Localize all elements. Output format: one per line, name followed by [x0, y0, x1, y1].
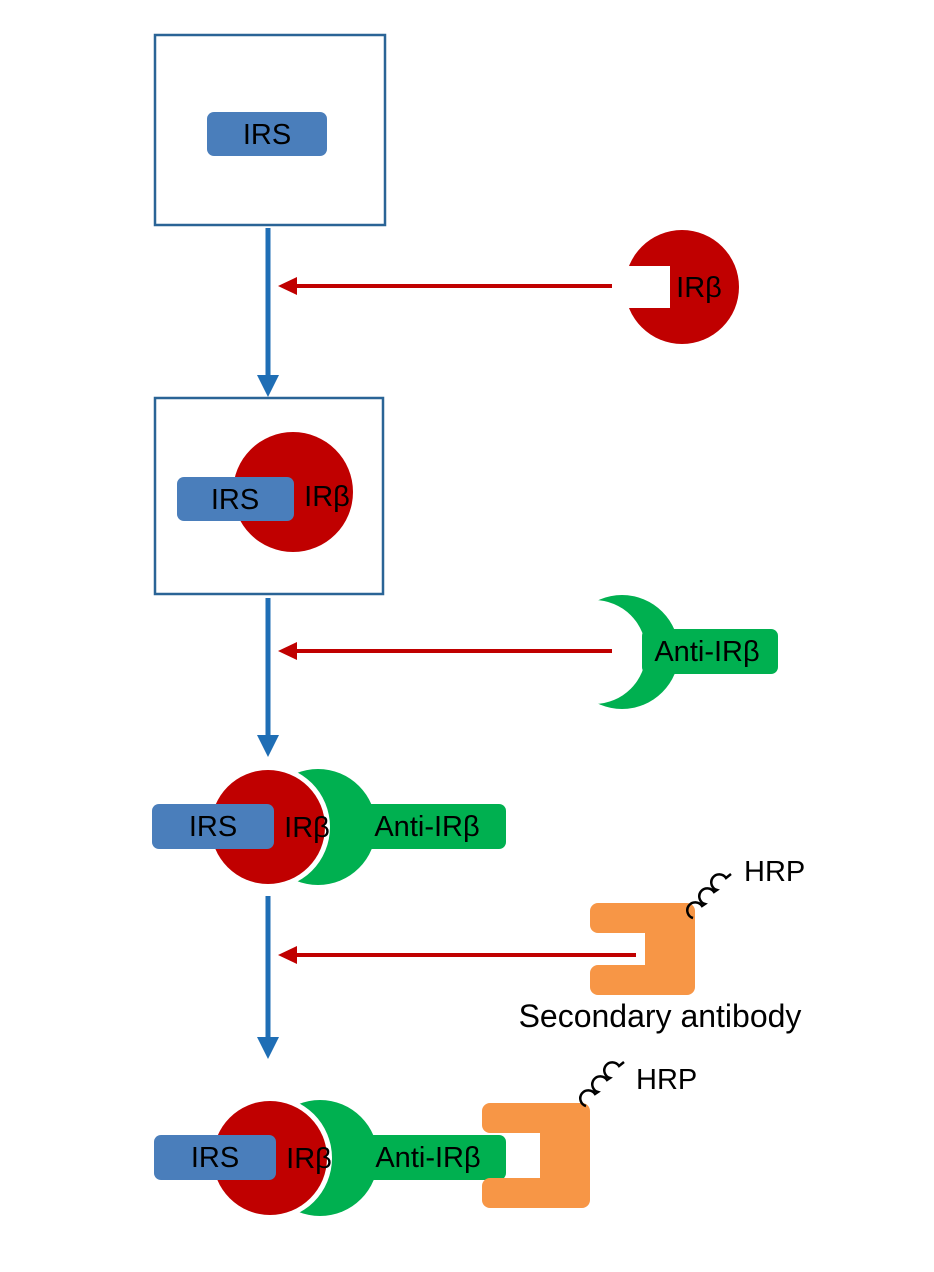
flow-arrows [257, 228, 636, 1059]
irs-chip [207, 112, 327, 156]
reagent-secondary-antibody: HRP Secondary antibody [519, 856, 806, 1034]
reagent-irb: IRβ [620, 230, 739, 344]
irb-label: IRβ [286, 1143, 332, 1175]
step-2-well: IRS IRβ [153, 396, 385, 596]
irb-label: IRβ [304, 481, 350, 513]
secondary-bottom-arm [590, 965, 662, 995]
step-1-well: IRS [153, 33, 387, 227]
hrp-label: HRP [744, 856, 805, 888]
anti-irb-tag [642, 629, 778, 674]
well-box [153, 396, 385, 596]
secondary-bottom-arm [482, 1178, 557, 1208]
irs-label: IRS [211, 484, 259, 516]
anti-irb-label: Anti-IRβ [375, 1142, 480, 1174]
irs-chip [154, 1135, 276, 1180]
anti-irb-tag [350, 1135, 506, 1180]
hrp-coil-icon [686, 873, 732, 920]
step-4-complex: HRP IRS IRβ Anti-IRβ [154, 1061, 697, 1220]
secondary-top-arm [590, 903, 662, 933]
irs-label: IRS [243, 119, 291, 151]
step-3-complex: IRS IRβ Anti-IRβ [152, 765, 506, 889]
irs-chip [152, 804, 274, 849]
irb-binding-notch [620, 266, 670, 308]
well-box [153, 33, 387, 227]
irs-chip [177, 477, 294, 521]
irb-label: IRβ [676, 272, 722, 304]
irb-label: IRβ [284, 812, 330, 844]
secondary-antibody-label: Secondary antibody [519, 998, 802, 1034]
irs-label: IRS [189, 811, 237, 843]
secondary-body [540, 1103, 590, 1208]
anti-irb-label: Anti-IRβ [654, 636, 759, 668]
secondary-top-arm [482, 1103, 557, 1133]
anti-irb-label: Anti-IRβ [374, 811, 479, 843]
secondary-body [645, 903, 695, 995]
hrp-label: HRP [636, 1064, 697, 1096]
irs-label: IRS [191, 1142, 239, 1174]
anti-irb-tag [348, 804, 506, 849]
hrp-coil-icon [579, 1061, 625, 1108]
irb-circle-icon [625, 230, 739, 344]
